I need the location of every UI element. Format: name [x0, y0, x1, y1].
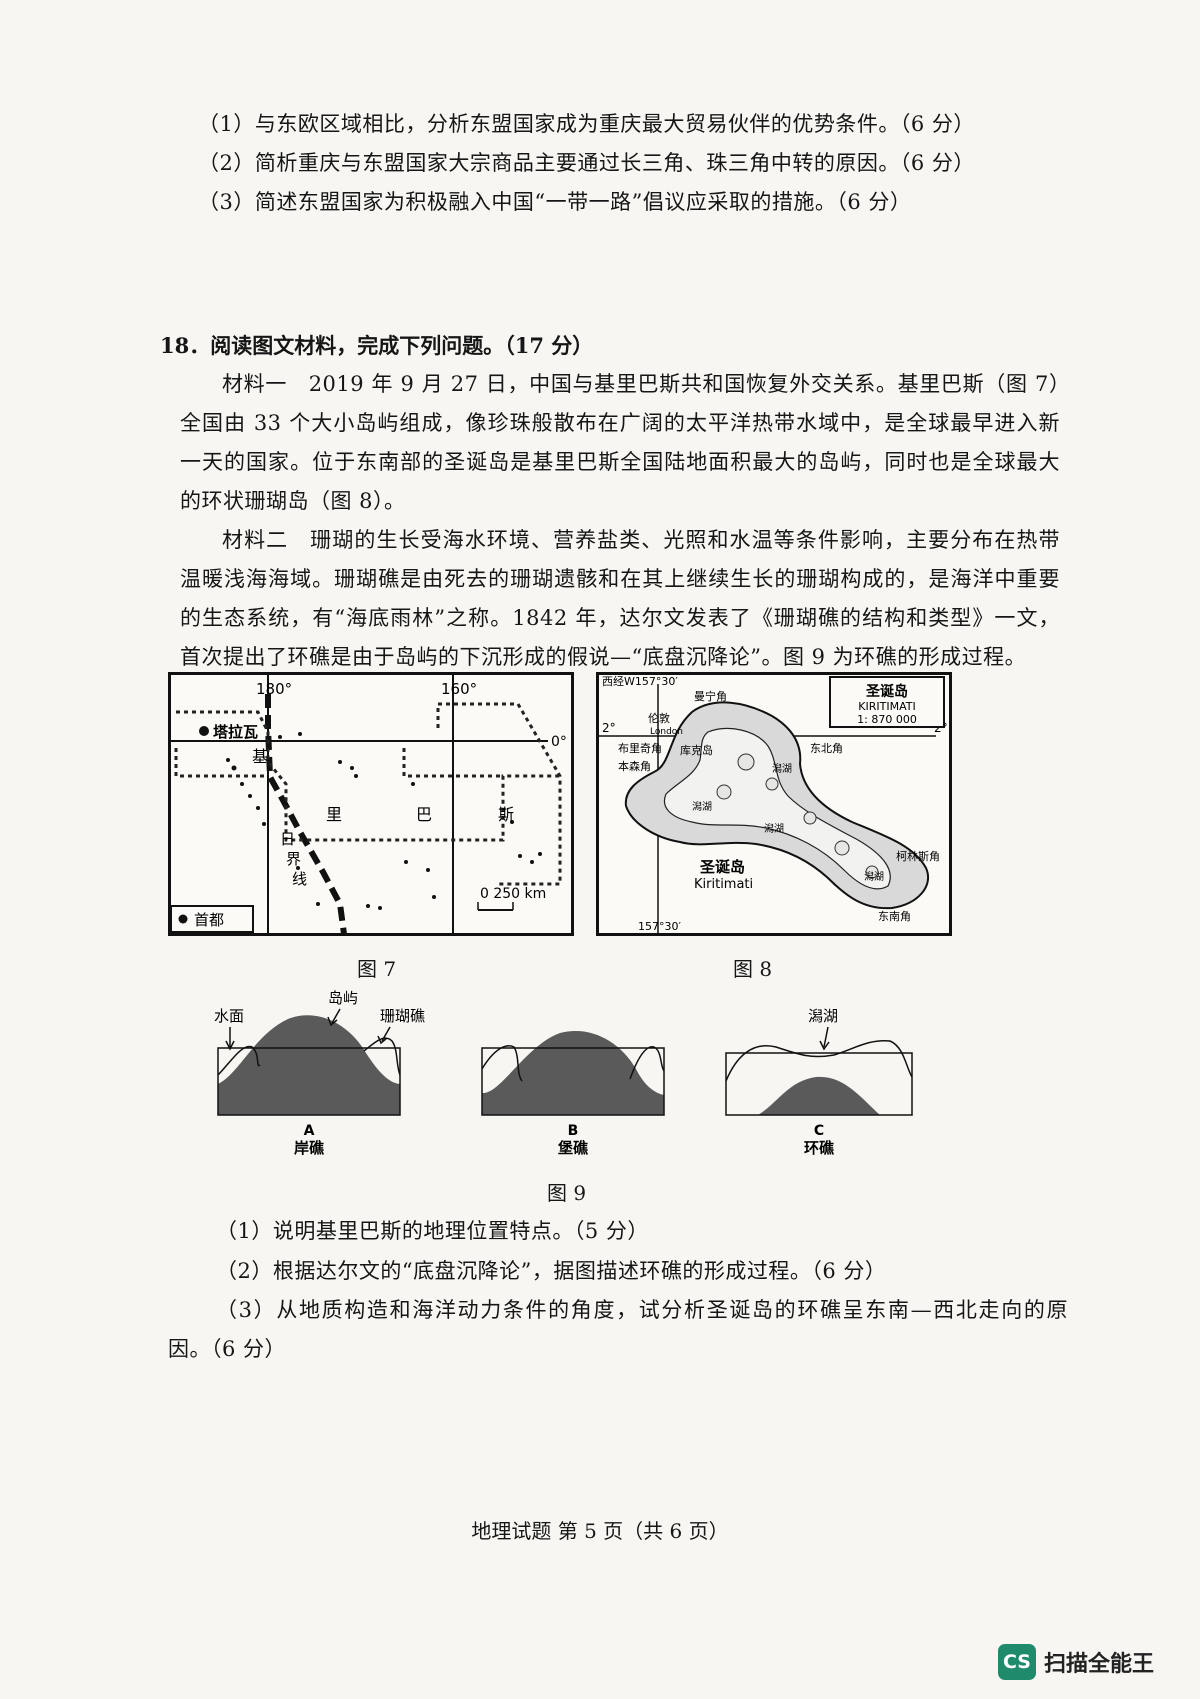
place-lagoon-4: 潟湖: [864, 870, 884, 883]
label-island: 岛屿: [328, 989, 358, 1007]
page-footer: 地理试题 第 5 页（共 6 页）: [471, 1519, 729, 1543]
island-name-cn: 圣诞岛: [699, 858, 745, 876]
country-char-2: 里: [326, 805, 342, 824]
panel-a-letter: A: [304, 1123, 315, 1139]
q18-sub-2: （2）根据达尔文的“底盘沉降论”，据图描述环礁的形成过程。（6 分）: [216, 1259, 887, 1283]
place-london-cn: 伦敦: [648, 711, 670, 725]
figure-9-caption: 图 9: [547, 1181, 587, 1205]
dateline-char-2: 界: [286, 850, 301, 868]
figure-8-caption: 图 8: [733, 957, 773, 981]
place-lagoon-1: 潟湖: [772, 762, 792, 775]
fig8-scale: 1: 870 000: [857, 713, 917, 726]
place-lagoon-3: 潟湖: [764, 822, 784, 835]
label-lagoon: 潟湖: [808, 1007, 838, 1025]
legend-capital-label: 首都: [194, 911, 224, 929]
material-1: 材料一 2019 年 9 月 27 日，中国与基里巴斯共和国恢复外交关系。基里巴…: [180, 372, 1060, 513]
place-collins: 柯林斯角: [896, 849, 940, 863]
label-water: 水面: [214, 1007, 244, 1025]
q18-sub-1: （1）说明基里巴斯的地理位置特点。（5 分）: [216, 1219, 649, 1243]
lon-180-label: 180°: [256, 680, 292, 698]
legend-capital-dot: [178, 914, 188, 924]
figure-9-diagram: 水面 岛屿 珊瑚礁 潟湖 A 岸礁 B 堡礁 C 环礁: [214, 989, 913, 1157]
question-18-title: 18．阅读图文材料，完成下列问题。（17 分）: [160, 333, 594, 358]
place-bridge: 布里奇角: [618, 742, 662, 755]
camscanner-icon: CS: [998, 1644, 1036, 1680]
lon-160-label: 160°: [441, 680, 477, 698]
dateline-char-1: 日: [280, 830, 295, 848]
prev-question-1: （1）与东欧区域相比，分析东盟国家成为重庆最大贸易伙伴的优势条件。（6 分）: [198, 112, 975, 136]
panel-b-letter: B: [568, 1123, 579, 1139]
country-char-3: 巴: [416, 805, 432, 824]
figure-7-caption: 图 7: [357, 957, 397, 981]
scanner-watermark: CS 扫描全能王: [998, 1644, 1154, 1680]
q18-sub-3: （3）从地质构造和海洋动力条件的角度，试分析圣诞岛的环礁呈东南—西北走向的原因。…: [168, 1298, 1068, 1361]
panel-a-name: 岸礁: [294, 1139, 324, 1157]
panel-c-name: 环礁: [804, 1139, 834, 1157]
material-2: 材料二 珊瑚的生长受海水环境、营养盐类、光照和水温等条件影响，主要分布在热带温暖…: [180, 528, 1060, 669]
island-name-en: Kiritimati: [694, 877, 753, 892]
place-northeast: 东北角: [810, 742, 843, 755]
prev-question-3: （3）简述东盟国家为积极融入中国“一带一路”倡议应采取的措施。（6 分）: [198, 190, 912, 214]
country-char-1: 基: [252, 747, 268, 766]
fig8-title-cn: 圣诞岛: [865, 683, 908, 700]
lat-0-label: 0°: [551, 734, 567, 750]
place-manning: 曼宁角: [694, 689, 727, 703]
lon-top-label: 西经W157°30′: [602, 675, 678, 688]
place-london-en: London: [650, 727, 683, 737]
watermark-text: 扫描全能王: [1044, 1652, 1155, 1677]
place-cook: 库克岛: [680, 743, 713, 757]
capital-label: 塔拉瓦: [213, 723, 258, 741]
dateline-char-3: 线: [292, 870, 307, 888]
capital-marker: [199, 726, 209, 736]
country-char-4: 斯: [498, 805, 514, 824]
place-lagoon-2: 潟湖: [692, 800, 712, 813]
panel-b-name: 堡礁: [558, 1139, 588, 1157]
lon-bottom-label: 157°30′: [638, 920, 681, 933]
fig8-title-en: KIRITIMATI: [858, 700, 915, 713]
scale-label: 0 250 km: [480, 886, 546, 902]
prev-question-2: （2）简析重庆与东盟国家大宗商品主要通过长三角、珠三角中转的原因。（6 分）: [198, 151, 975, 175]
lat-left-label: 2°: [602, 721, 616, 735]
label-reef: 珊瑚礁: [380, 1007, 425, 1025]
place-southeast: 东南角: [878, 910, 911, 923]
panel-c-letter: C: [814, 1123, 824, 1139]
figure-7-map: 180° 160° 0° 塔拉瓦 基 里 巴 斯 日 界 线 0 250 km …: [168, 672, 574, 936]
figure-8-map: 西经W157°30′ 157°30′ 2° 2° 圣诞岛 KIRITIMATI …: [596, 672, 952, 936]
place-benson: 本森角: [618, 759, 651, 773]
